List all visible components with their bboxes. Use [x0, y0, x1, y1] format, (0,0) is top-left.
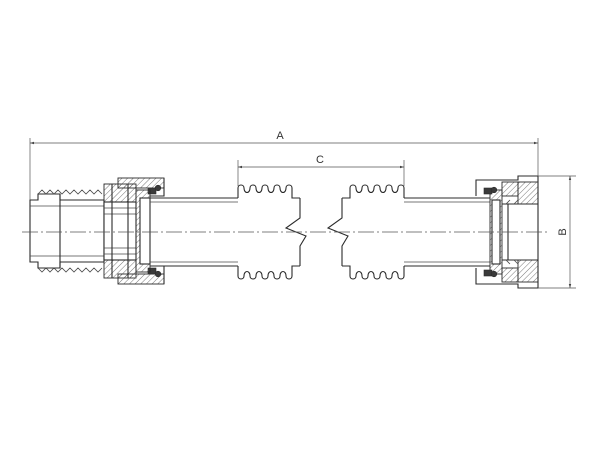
dimension-a-label: A	[276, 130, 284, 142]
dimension-c: C	[237, 154, 405, 186]
right-female-nut	[475, 175, 539, 289]
dimension-a: A	[29, 130, 539, 200]
left-hex-nut	[103, 177, 165, 285]
dimension-b: B	[538, 175, 576, 289]
dimension-c-label: C	[316, 154, 324, 166]
dimension-b-label: B	[557, 228, 569, 235]
right-hose-tube	[404, 197, 490, 267]
left-hose-tube	[150, 197, 238, 267]
left-male-tail	[29, 189, 105, 273]
